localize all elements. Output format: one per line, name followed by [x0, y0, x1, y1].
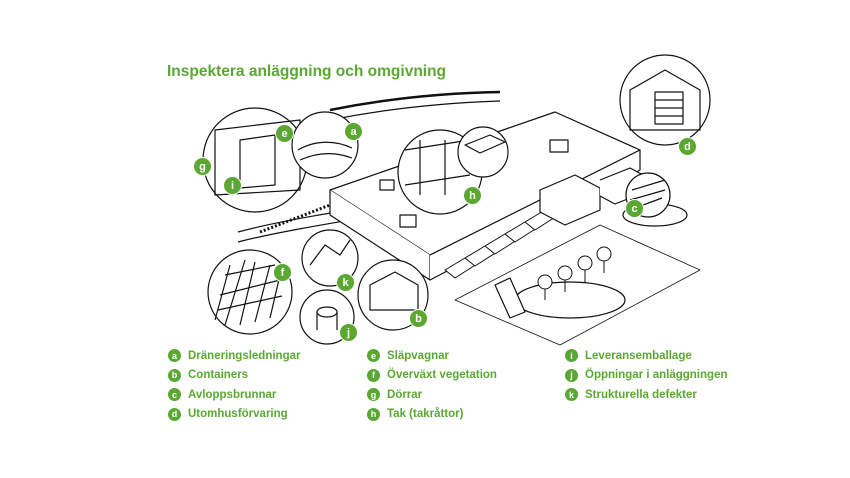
- legend-item-h: h Tak (takråttor): [367, 405, 497, 425]
- badge-j: j: [565, 368, 578, 382]
- legend-item-c: c Avloppsbrunnar: [168, 385, 300, 405]
- badge-e: e: [367, 349, 380, 363]
- badge-h: h: [367, 407, 380, 421]
- badge-c: c: [168, 388, 181, 402]
- badge-k: k: [565, 388, 578, 402]
- marker-i: i: [223, 176, 242, 195]
- badge-i: i: [565, 349, 578, 363]
- legend-label: Containers: [188, 369, 249, 382]
- legend-item-j: j Öppningar i anläggningen: [565, 366, 727, 386]
- marker-h: h: [463, 186, 482, 205]
- legend-label: Leveransemballage: [585, 349, 692, 362]
- legend-item-g: g Dörrar: [367, 385, 497, 405]
- legend-label: Utomhusförvaring: [188, 408, 288, 421]
- legend-label: Strukturella defekter: [585, 388, 697, 401]
- legend-item-e: e Släpvagnar: [367, 346, 497, 366]
- badge-d: d: [168, 407, 181, 421]
- legend-label: Dörrar: [387, 388, 423, 401]
- badge-g: g: [367, 388, 380, 402]
- marker-b: b: [409, 309, 428, 328]
- marker-f: f: [273, 263, 292, 282]
- marker-e: e: [275, 124, 294, 143]
- marker-d: d: [678, 137, 697, 156]
- legend-label: Öppningar i anläggningen: [585, 369, 728, 382]
- legend-column-3: i Leveransemballage j Öppningar i anläggni…: [565, 346, 727, 405]
- marker-c: c: [625, 199, 644, 218]
- marker-a: a: [344, 122, 363, 141]
- legend-item-f: f Överväxt vegetation: [367, 366, 497, 386]
- legend-label: Tak (takråttor): [387, 408, 464, 421]
- marker-g: g: [193, 157, 212, 176]
- legend-column-1: a Dräneringsledningar b Containers c Avlopp…: [168, 346, 300, 424]
- badge-a: a: [168, 349, 181, 363]
- legend-item-k: k Strukturella defekter: [565, 385, 727, 405]
- legend-label: Avloppsbrunnar: [188, 388, 277, 401]
- badge-b: b: [168, 368, 181, 382]
- legend-item-a: a Dräneringsledningar: [168, 346, 300, 366]
- legend-label: Släpvagnar: [387, 349, 449, 362]
- legend-item-i: i Leveransemballage: [565, 346, 727, 366]
- marker-j: j: [339, 323, 358, 342]
- legend-label: Överväxt vegetation: [387, 369, 497, 382]
- legend-label: Dräneringsledningar: [188, 349, 301, 362]
- badge-f: f: [367, 368, 380, 382]
- page-title: Inspektera anläggning och omgivning: [167, 63, 447, 80]
- legend-column-2: e Släpvagnar f Överväxt vegetation g Dörrar…: [367, 346, 497, 424]
- legend-item-d: d Utomhusförvaring: [168, 405, 300, 425]
- legend-item-b: b Containers: [168, 366, 300, 386]
- marker-k: k: [336, 273, 355, 292]
